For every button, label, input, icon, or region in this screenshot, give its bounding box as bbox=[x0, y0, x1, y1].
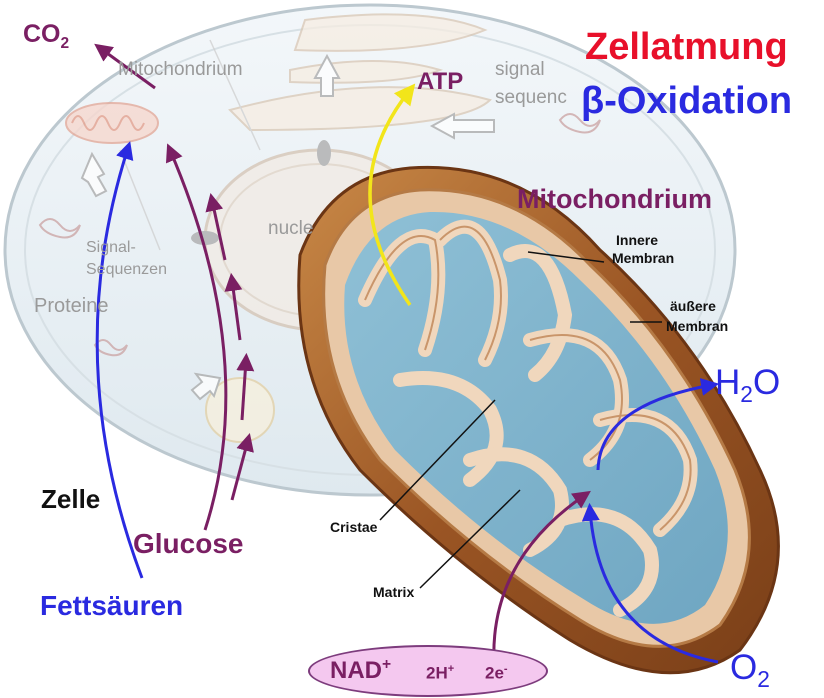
title-zellatmung: Zellatmung bbox=[585, 28, 788, 66]
label-zelle: Zelle bbox=[41, 486, 100, 512]
label-2h: 2H+ bbox=[426, 664, 454, 682]
o2-subscript: 2 bbox=[757, 666, 770, 692]
label-glucose: Glucose bbox=[133, 530, 243, 558]
label-h2o: H2O bbox=[715, 365, 780, 406]
o2-text: O bbox=[730, 648, 757, 687]
bg-label-signal2: Signal- bbox=[86, 240, 136, 256]
label-o2: O2 bbox=[730, 650, 770, 691]
label-aeussere-membran: äußereMembran bbox=[666, 299, 728, 333]
label-mitochondrium: Mitochondrium bbox=[517, 186, 712, 213]
bg-label-sequenc: sequenc bbox=[495, 88, 567, 107]
bg-label-signal: signal bbox=[495, 60, 545, 79]
label-fettsaeuren: Fettsäuren bbox=[40, 592, 183, 620]
innere-line2: Membran bbox=[612, 251, 674, 265]
label-cristae: Cristae bbox=[330, 520, 377, 534]
label-2e: 2e- bbox=[485, 664, 508, 682]
label-atp: ATP bbox=[417, 70, 463, 94]
h2o-o: O bbox=[753, 363, 780, 402]
label-nad: NAD+ bbox=[330, 657, 391, 683]
e-superscript: - bbox=[504, 663, 508, 675]
h2o-subscript: 2 bbox=[740, 381, 753, 407]
bg-label-proteine: Proteine bbox=[34, 296, 109, 316]
h-superscript: + bbox=[448, 663, 454, 675]
aeussere-line1: äußere bbox=[666, 299, 728, 313]
e-text: 2e bbox=[485, 664, 504, 683]
nad-superscript: + bbox=[382, 656, 391, 673]
h2o-h: H bbox=[715, 363, 740, 402]
co2-subscript: 2 bbox=[61, 35, 70, 52]
bg-label-nucleus: nucle bbox=[268, 219, 313, 238]
co2-text: CO bbox=[23, 20, 61, 48]
label-innere-membran: InnereMembran bbox=[612, 233, 674, 265]
aeussere-line2: Membran bbox=[666, 319, 728, 333]
bg-label-sequenzen: Sequenzen bbox=[86, 262, 167, 278]
title-beta-oxidation: β-Oxidation bbox=[581, 82, 792, 120]
label-co2: CO2 bbox=[23, 22, 69, 52]
nad-text: NAD bbox=[330, 657, 382, 684]
label-matrix: Matrix bbox=[373, 585, 414, 599]
h-text: 2H bbox=[426, 664, 448, 683]
innere-line1: Innere bbox=[612, 233, 674, 247]
bg-label-mitochondrium: Mitochondrium bbox=[118, 60, 243, 79]
